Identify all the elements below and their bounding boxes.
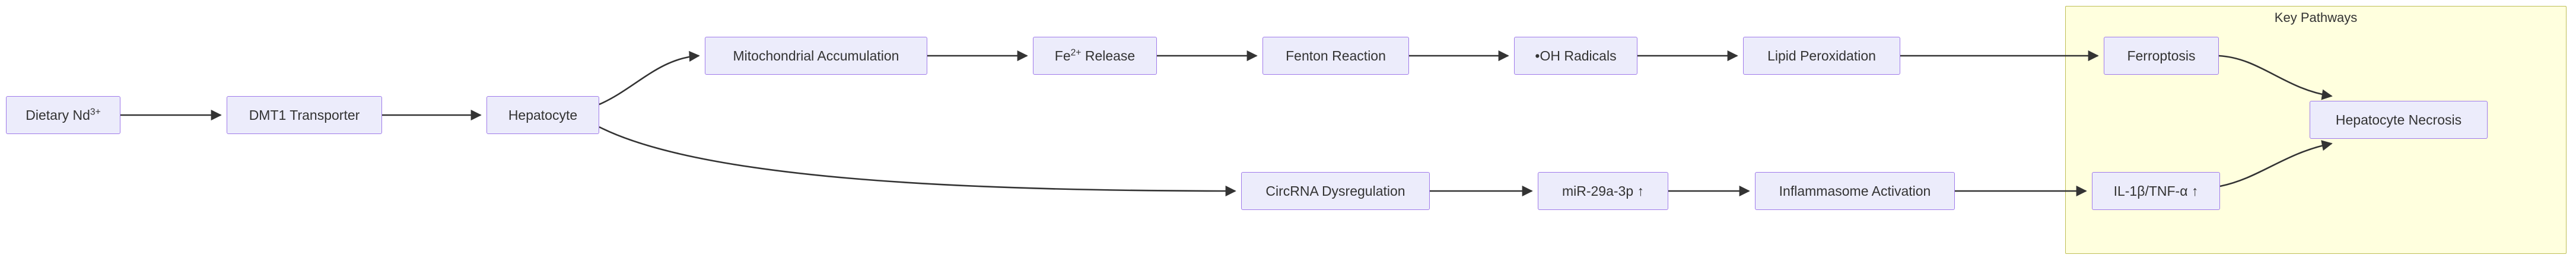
node-label-mitochondrial-accumulation: Mitochondrial Accumulation: [733, 47, 899, 63]
node-label-hepatocyte-necrosis: Hepatocyte Necrosis: [2335, 112, 2462, 128]
node-inflammasome-activation[interactable]: Inflammasome Activation: [1755, 172, 1955, 210]
node-oh-radicals[interactable]: •OH Radicals: [1514, 37, 1637, 75]
node-circrna-dysregulation[interactable]: CircRNA Dysregulation: [1241, 172, 1430, 210]
node-dietary-nd[interactable]: Dietary Nd3+: [6, 96, 120, 134]
node-fe2-release[interactable]: Fe2+ Release: [1033, 37, 1157, 75]
node-label-hepatocyte: Hepatocyte: [508, 107, 578, 123]
node-mir-29a-3p[interactable]: miR-29a-3p ↑: [1538, 172, 1668, 210]
edge-hep-to-circ: [599, 126, 1236, 197]
node-lipid-peroxidation[interactable]: Lipid Peroxidation: [1743, 37, 1900, 75]
node-mitochondrial-accumulation[interactable]: Mitochondrial Accumulation: [705, 37, 927, 75]
node-hepatocyte[interactable]: Hepatocyte: [486, 96, 599, 134]
node-ferroptosis[interactable]: Ferroptosis: [2104, 37, 2219, 75]
node-label-ferroptosis: Ferroptosis: [2127, 47, 2196, 63]
node-label-il1b-tnfa: IL-1β/TNF-α ↑: [2113, 183, 2199, 199]
node-label-circrna-dysregulation: CircRNA Dysregulation: [1265, 183, 1405, 199]
node-label-fe2-release: Fe2+ Release: [1054, 47, 1136, 63]
node-hepatocyte-necrosis[interactable]: Hepatocyte Necrosis: [2310, 101, 2488, 139]
node-label-dmt1-transporter: DMT1 Transporter: [249, 107, 360, 123]
edge-hep-to-mito: [599, 50, 700, 106]
node-label-inflammasome-activation: Inflammasome Activation: [1779, 183, 1931, 199]
node-label-dietary-nd: Dietary Nd3+: [26, 107, 101, 123]
node-label-lipid-peroxidation: Lipid Peroxidation: [1767, 47, 1876, 63]
node-fenton-reaction[interactable]: Fenton Reaction: [1262, 37, 1409, 75]
node-label-fenton-reaction: Fenton Reaction: [1286, 47, 1386, 63]
node-il1b-tnfa[interactable]: IL-1β/TNF-α ↑: [2092, 172, 2220, 210]
subgraph-title-key-pathways: Key Pathways: [2274, 10, 2358, 25]
node-label-oh-radicals: •OH Radicals: [1535, 47, 1617, 63]
node-dmt1-transporter[interactable]: DMT1 Transporter: [227, 96, 382, 134]
node-label-mir-29a-3p: miR-29a-3p ↑: [1561, 183, 1645, 199]
